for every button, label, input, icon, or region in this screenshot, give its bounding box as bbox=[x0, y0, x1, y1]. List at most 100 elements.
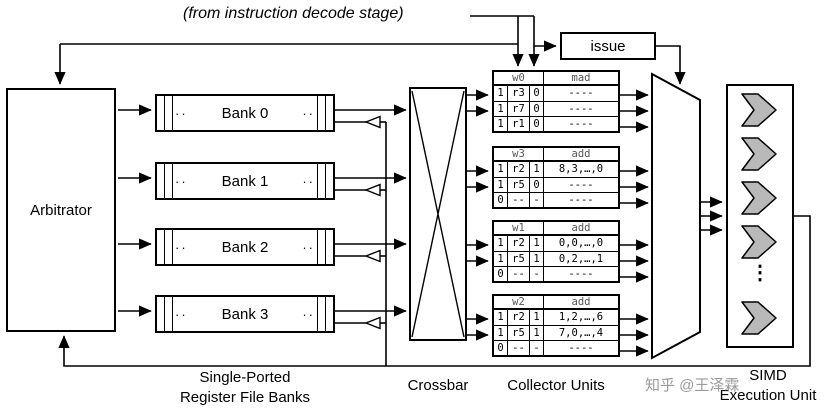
operand-values: ---- bbox=[568, 87, 594, 99]
valid-bit: 1 bbox=[494, 236, 508, 251]
bank-label: Bank 0 bbox=[221, 104, 269, 122]
bank-0: ·· Bank 0 ·· bbox=[155, 94, 335, 132]
ellipsis-dots: ·· bbox=[175, 105, 188, 121]
arbitrator-box: Arbitrator bbox=[6, 88, 116, 332]
collector-header: w2 add bbox=[494, 296, 618, 310]
alu-icon bbox=[741, 93, 777, 127]
register-id: -- bbox=[508, 193, 530, 207]
collector-header: w3 add bbox=[494, 148, 618, 162]
queue-slot bbox=[317, 230, 325, 264]
ellipsis-dots: ·· bbox=[302, 173, 315, 189]
queue-slot bbox=[325, 230, 333, 264]
opcode: add bbox=[571, 148, 591, 160]
ready-bit: - bbox=[530, 193, 544, 207]
ellipsis-dots: ·· bbox=[175, 173, 188, 189]
operand-row: 1 r5 1 0,2,…,1 bbox=[494, 251, 618, 266]
warp-id: w2 bbox=[494, 296, 544, 308]
dispatch-mux-shape bbox=[651, 72, 701, 360]
operand-values: ---- bbox=[568, 179, 594, 191]
ready-bit: 1 bbox=[530, 326, 544, 340]
issue-box: issue bbox=[560, 32, 656, 60]
caption-line: SIMD bbox=[749, 367, 787, 384]
operand-row: 1 r7 0 ---- bbox=[494, 101, 618, 116]
queue-slot bbox=[165, 230, 173, 264]
ready-bit: 1 bbox=[530, 310, 544, 325]
alu-icon bbox=[741, 301, 777, 335]
warp-id: w1 bbox=[494, 222, 544, 234]
queue-slot bbox=[157, 297, 165, 331]
opcode: mad bbox=[571, 72, 591, 84]
register-id: r3 bbox=[508, 86, 530, 101]
register-id: r2 bbox=[508, 310, 530, 325]
ellipsis-dots: ·· bbox=[302, 239, 315, 255]
operand-values: 0,0,…,0 bbox=[558, 237, 604, 249]
caption-line: Single-Ported bbox=[199, 369, 291, 386]
operand-values: ---- bbox=[568, 194, 594, 206]
valid-bit: 0 bbox=[494, 341, 508, 355]
valid-bit: 1 bbox=[494, 86, 508, 101]
simd-execution-unit-box: ⋮ bbox=[726, 84, 794, 348]
register-id: -- bbox=[508, 267, 530, 281]
queue-slot bbox=[165, 96, 173, 130]
collector-unit-w3: w3 add 1 r2 1 8,3,…,0 1 r5 0 ---- 0 -- -… bbox=[492, 146, 620, 209]
vertical-ellipsis: ⋮ bbox=[750, 262, 770, 284]
alu-icon bbox=[741, 225, 777, 259]
register-id: r7 bbox=[508, 102, 530, 116]
alu-icon bbox=[741, 181, 777, 215]
caption-register-file-banks: Single-Ported Register File Banks bbox=[155, 368, 335, 408]
ready-bit: - bbox=[530, 341, 544, 355]
issue-label: issue bbox=[590, 37, 626, 55]
bank-label: Bank 1 bbox=[221, 172, 269, 190]
queue-slot bbox=[317, 297, 325, 331]
queue-slot bbox=[325, 96, 333, 130]
register-id: -- bbox=[508, 341, 530, 355]
operand-row: 1 r5 1 7,0,…,4 bbox=[494, 325, 618, 340]
ellipsis-dots: ·· bbox=[302, 306, 315, 322]
bank-label: Bank 2 bbox=[221, 238, 269, 256]
operand-row: 1 r5 0 ---- bbox=[494, 177, 618, 192]
warp-id: w0 bbox=[494, 72, 544, 84]
operand-values: 8,3,…,0 bbox=[558, 163, 604, 175]
operand-row: 1 r2 1 0,0,…,0 bbox=[494, 236, 618, 251]
queue-slot bbox=[157, 96, 165, 130]
register-id: r5 bbox=[508, 178, 530, 192]
queue-slot bbox=[157, 230, 165, 264]
operand-row: 0 -- - ---- bbox=[494, 266, 618, 281]
queue-slot bbox=[325, 297, 333, 331]
caption-line: Register File Banks bbox=[179, 389, 311, 406]
zhihu-watermark: 知乎 @王泽霖 bbox=[645, 377, 740, 394]
bank-1: ·· Bank 1 ·· bbox=[155, 162, 335, 200]
decode-stage-label: (from instruction decode stage) bbox=[183, 5, 404, 22]
valid-bit: 1 bbox=[494, 117, 508, 131]
queue-slot bbox=[165, 297, 173, 331]
register-id: r1 bbox=[508, 117, 530, 131]
operand-values: ---- bbox=[568, 268, 594, 280]
queue-slot bbox=[157, 164, 165, 198]
operand-values: 7,0,…,4 bbox=[558, 327, 604, 339]
collector-unit-w0: w0 mad 1 r3 0 ---- 1 r7 0 ---- 1 r1 0 --… bbox=[492, 70, 620, 133]
valid-bit: 1 bbox=[494, 178, 508, 192]
ellipsis-dots: ·· bbox=[175, 239, 188, 255]
operand-row: 1 r3 0 ---- bbox=[494, 86, 618, 101]
collector-header: w1 add bbox=[494, 222, 618, 236]
ready-bit: - bbox=[530, 267, 544, 281]
caption-collector-units: Collector Units bbox=[507, 377, 605, 394]
alu-icons bbox=[741, 93, 777, 335]
collector-header: w0 mad bbox=[494, 72, 618, 86]
collector-unit-w1: w1 add 1 r2 1 0,0,…,0 1 r5 1 0,2,…,1 0 -… bbox=[492, 220, 620, 283]
valid-bit: 1 bbox=[494, 252, 508, 266]
operand-row: 1 r2 1 8,3,…,0 bbox=[494, 162, 618, 177]
ready-bit: 1 bbox=[530, 252, 544, 266]
register-id: r5 bbox=[508, 326, 530, 340]
register-id: r2 bbox=[508, 236, 530, 251]
caption-line: Execution Unit bbox=[719, 387, 817, 404]
operand-row: 0 -- - ---- bbox=[494, 340, 618, 355]
valid-bit: 1 bbox=[494, 162, 508, 177]
ready-bit: 0 bbox=[530, 178, 544, 192]
caption-crossbar: Crossbar bbox=[407, 377, 469, 394]
ready-bit: 0 bbox=[530, 117, 544, 131]
queue-slot bbox=[317, 96, 325, 130]
ellipsis-dots: ·· bbox=[175, 306, 188, 322]
